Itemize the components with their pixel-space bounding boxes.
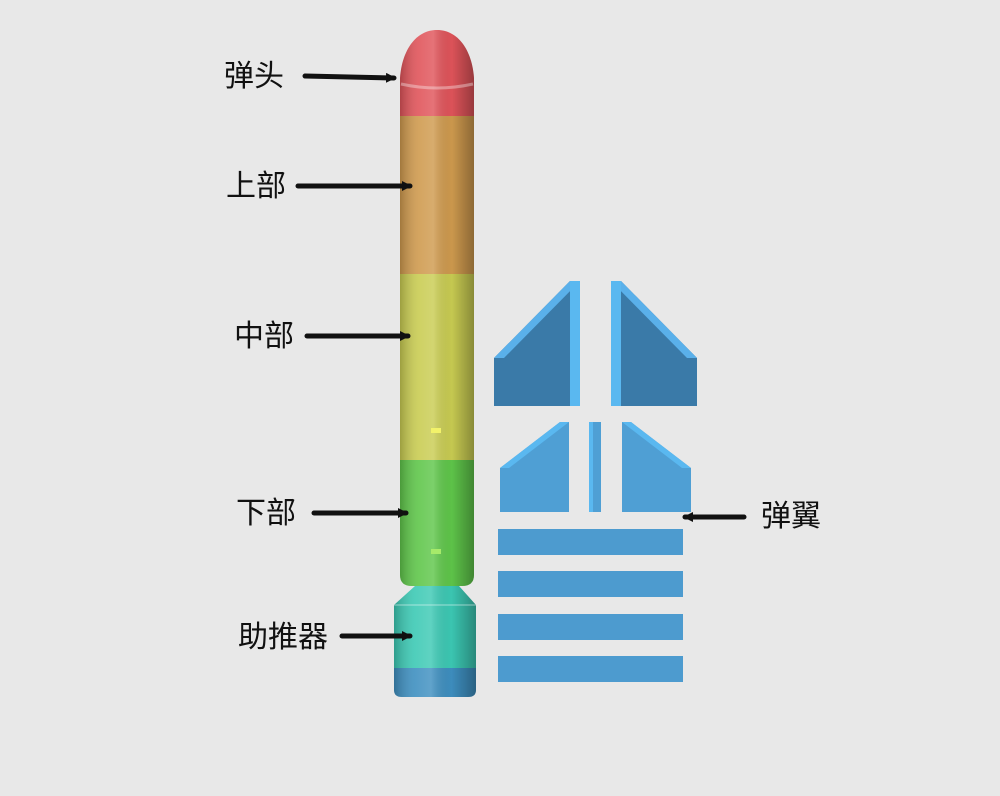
label-lower: 下部 [236, 496, 296, 531]
small-fin-center [589, 422, 601, 512]
lower-section [400, 460, 474, 586]
fin-strip [498, 529, 683, 555]
label-booster: 助推器 [238, 620, 328, 655]
middle-section [400, 274, 474, 460]
large-fin-right [611, 281, 697, 406]
label-fins: 弹翼 [761, 499, 821, 534]
fin-strip [498, 571, 683, 597]
upper-section [400, 116, 474, 274]
fin-strip [498, 614, 683, 640]
small-fin-right [622, 422, 691, 512]
fin-strip [498, 656, 683, 682]
large-fin-left [494, 281, 580, 406]
label-middle: 中部 [234, 319, 294, 354]
arrow-warhead [302, 72, 397, 83]
booster-section [394, 586, 476, 697]
label-upper: 上部 [226, 169, 286, 204]
label-warhead: 弹头 [224, 59, 284, 94]
warhead-section [400, 30, 474, 116]
small-fin-left [500, 422, 569, 512]
fins-group [494, 281, 697, 682]
